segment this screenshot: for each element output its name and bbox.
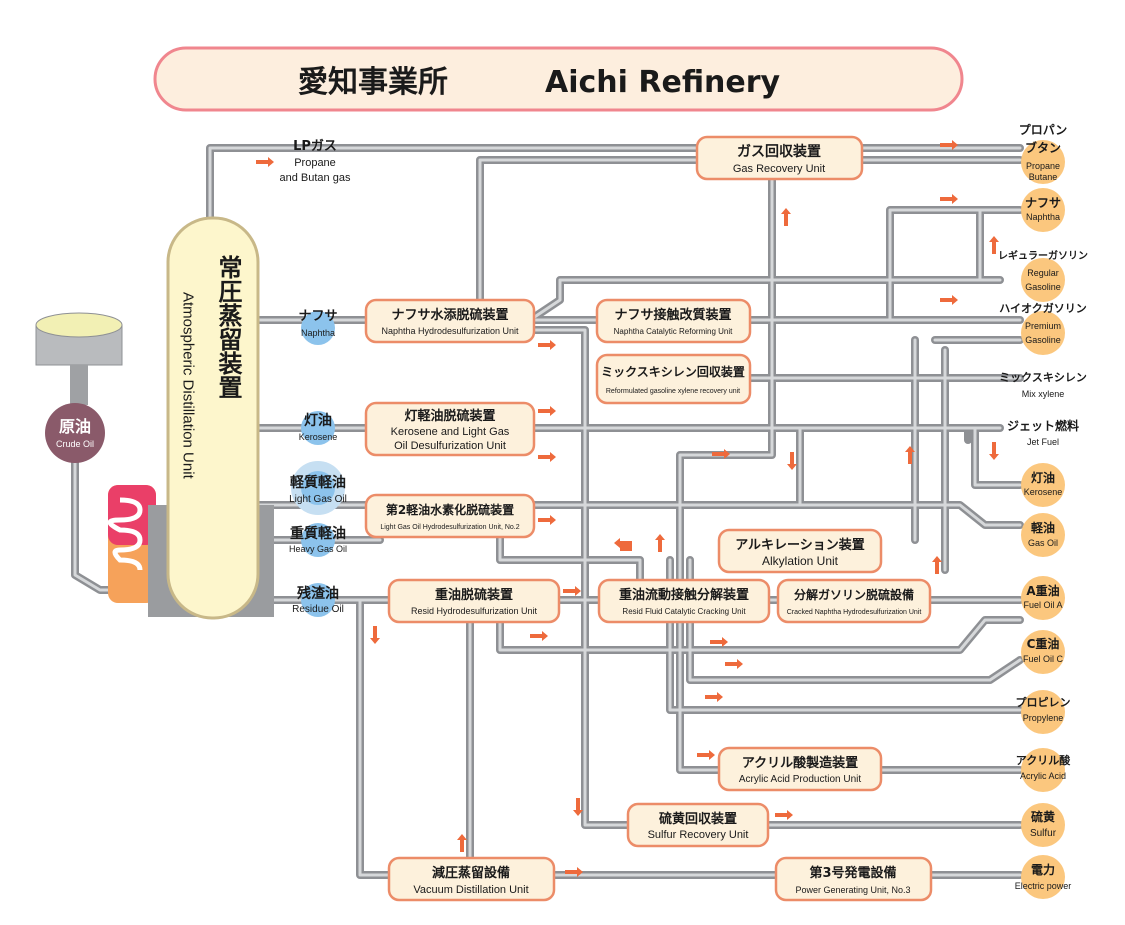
lpg-jp: LPガス: [293, 139, 337, 154]
prod-propylene-jp: プロピレン: [1016, 695, 1071, 709]
naphtha-jp: ナフサ: [298, 309, 337, 324]
prod-jetfuel-en: Jet Fuel: [1027, 437, 1059, 447]
prod-sulfur-jp: 硫黄: [1031, 809, 1055, 824]
prod-naphtha-jp: ナフサ: [1025, 196, 1061, 210]
lpg-en1: Propane: [294, 157, 336, 169]
unit-acrylic-en: Acrylic Acid Production Unit: [739, 774, 861, 785]
product-nodes: [1021, 140, 1065, 899]
prod-regular-en: Regular: [1027, 268, 1059, 278]
lightgas-jp: 軽質軽油: [290, 474, 346, 491]
naphtha-en: Naphtha: [301, 328, 335, 338]
prod-premium-en2: Gasoline: [1025, 335, 1061, 345]
lpg-en2: and Butan gas: [280, 172, 351, 184]
unit-kero-hds-en: Kerosene and Light Gas: [391, 426, 510, 438]
unit-lgo-hds2-jp: 第2軽油水素化脱硫装置: [386, 502, 514, 517]
prod-fueloil-c-en: Fuel Oil C: [1023, 654, 1064, 664]
prod-kerosene-jp: 灯油: [1031, 470, 1055, 485]
prod-mixxylene-jp: ミックスキシレン: [999, 371, 1087, 384]
prod-butane-jp: ブタン: [1025, 140, 1061, 155]
crude-tank: [35, 312, 123, 405]
unit-cracked-naphtha-hds-en: Cracked Naphtha Hydrodesulfurization Uni…: [787, 609, 922, 616]
prod-gasoil-jp: 軽油: [1031, 520, 1055, 535]
crude-en: Crude Oil: [56, 439, 94, 449]
unit-boxes: [364, 135, 933, 902]
unit-naphtha-hds-jp: ナフサ水添脱硫装置: [391, 307, 508, 323]
furnace: [107, 485, 156, 603]
unit-acrylic-jp: アクリル酸製造装置: [742, 755, 858, 771]
residue-en: Residue Oil: [292, 604, 344, 615]
title-banner: [153, 46, 964, 112]
unit-gas-recovery-en: Gas Recovery Unit: [733, 163, 825, 175]
title-en: Aichi Refinery: [545, 65, 781, 100]
title-jp: 愛知事業所: [298, 65, 448, 100]
residue-jp: 残渣油: [297, 585, 339, 602]
heavygas-en: Heavy Gas Oil: [289, 544, 347, 554]
prod-kerosene-en: Kerosene: [1024, 487, 1063, 497]
crude-jp: 原油: [59, 417, 91, 436]
prod-fueloil-a-en: Fuel Oil A: [1023, 600, 1062, 610]
unit-sulfur-en: Sulfur Recovery Unit: [648, 829, 749, 841]
prod-jetfuel-jp: ジェット燃料: [1007, 418, 1079, 433]
prod-premium-jp: ハイオクガソリン: [999, 301, 1087, 315]
heavygas-jp: 重質軽油: [290, 525, 346, 542]
unit-naphtha-reform-en: Naphtha Catalytic Reforming Unit: [614, 327, 733, 336]
prod-fueloil-a-jp: A重油: [1026, 583, 1059, 598]
unit-alkylation-en: Alkylation Unit: [762, 554, 839, 568]
prod-butane-en: Butane: [1029, 172, 1058, 182]
prod-propane-en: Propane: [1026, 161, 1060, 171]
prod-premium-en: Premium: [1025, 321, 1061, 331]
unit-kero-hds-jp: 灯軽油脱硫装置: [404, 408, 495, 424]
prod-regular-jp: レギュラーガソリン: [998, 249, 1088, 262]
unit-mix-xylene-en: Reformulated gasoline xylene recovery un…: [606, 388, 740, 395]
fractions: [291, 311, 345, 617]
unit-kero-hds-en2: Oil Desulfurization Unit: [394, 440, 506, 452]
unit-gas-recovery-jp: ガス回収装置: [737, 143, 821, 160]
lightgas-en: Light Gas Oil: [289, 494, 347, 505]
prod-fueloil-c-jp: C重油: [1027, 636, 1060, 651]
crude-oil-node: [45, 403, 105, 463]
unit-alkylation-jp: アルキレーション装置: [735, 537, 865, 553]
unit-rfcc-jp: 重油流動接触分解装置: [619, 587, 749, 603]
unit-naphtha-hds-en: Naphtha Hydrodesulfurization Unit: [381, 326, 519, 336]
adu-jp: 常圧蒸留装置: [214, 255, 242, 399]
prod-electric-jp: 電力: [1031, 862, 1055, 877]
distillation-tower: [166, 216, 260, 620]
prod-naphtha-en: Naphtha: [1026, 212, 1060, 222]
prod-propane-jp: プロパン: [1019, 122, 1068, 137]
unit-vacuum-jp: 減圧蒸留設備: [432, 865, 510, 881]
unit-resid-hds-jp: 重油脱硫装置: [435, 587, 513, 603]
prod-propylene-en: Propylene: [1023, 713, 1064, 723]
prod-regular-en2: Gasoline: [1025, 282, 1061, 292]
unit-rfcc-en: Resid Fluid Catalytic Cracking Unit: [622, 607, 746, 616]
kerosene-en: Kerosene: [299, 432, 338, 442]
prod-electric-en: Electric power: [1015, 881, 1072, 891]
unit-resid-hds-en: Resid Hydrodesulfurization Unit: [411, 606, 538, 616]
unit-cracked-naphtha-hds-jp: 分解ガソリン脱硫設備: [794, 587, 914, 602]
prod-gasoil-en: Gas Oil: [1028, 538, 1058, 548]
prod-mixxylene-en: Mix xylene: [1022, 389, 1065, 399]
unit-sulfur-jp: 硫黄回収装置: [659, 811, 737, 827]
prod-acrylic-jp: アクリル酸: [1016, 753, 1071, 767]
kerosene-jp: 灯油: [304, 412, 332, 429]
unit-power-en: Power Generating Unit, No.3: [795, 885, 910, 895]
prod-sulfur-en: Sulfur: [1030, 828, 1057, 839]
unit-naphtha-reform-jp: ナフサ接触改質装置: [614, 307, 731, 323]
unit-vacuum-en: Vacuum Distillation Unit: [413, 884, 528, 896]
flow-arrows: [256, 140, 999, 877]
prod-acrylic-en: Acrylic Acid: [1020, 771, 1066, 781]
unit-power-jp: 第3号発電設備: [809, 865, 896, 881]
unit-mix-xylene-jp: ミックスキシレン回収装置: [601, 364, 745, 379]
adu-en: Atmospheric Distillation Unit: [180, 292, 197, 480]
unit-lgo-hds2-en: Light Gas Oil Hydrodesulfurization Unit,…: [380, 524, 519, 531]
